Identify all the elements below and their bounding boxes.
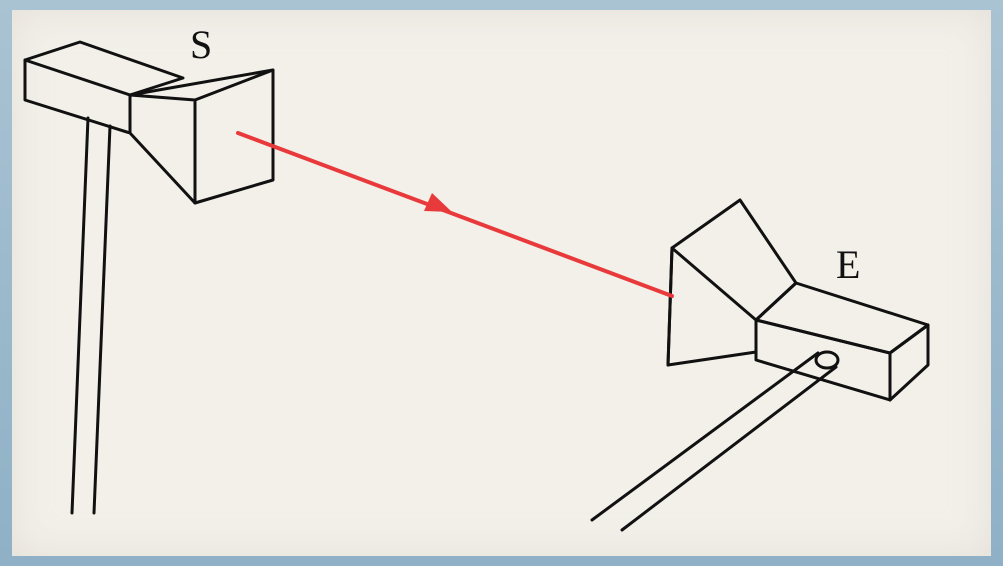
receiver-horn xyxy=(590,198,930,532)
paper-background xyxy=(12,10,991,556)
source-horn-flare xyxy=(128,68,275,205)
receiver-rod-lower xyxy=(620,365,838,532)
source-waveguide-front xyxy=(23,58,132,135)
beam-arrowhead xyxy=(424,193,452,212)
receiver-rod-upper xyxy=(590,351,820,522)
source-horn xyxy=(23,40,275,515)
beam xyxy=(236,131,674,298)
beam-line xyxy=(236,131,674,298)
source-pole-left xyxy=(70,116,90,515)
receiver-waveguide-side xyxy=(888,323,930,402)
source-pole-right xyxy=(92,124,112,515)
receiver-horn-flare xyxy=(666,198,798,367)
source-horn-mouth xyxy=(128,68,275,205)
source-waveguide-top xyxy=(23,40,185,97)
source-label: S xyxy=(190,22,212,67)
receiver-horn-mouth xyxy=(666,246,758,367)
receiver-label: E xyxy=(836,242,860,287)
receiver-rod-end xyxy=(814,350,840,370)
receiver-waveguide-front xyxy=(754,318,892,402)
